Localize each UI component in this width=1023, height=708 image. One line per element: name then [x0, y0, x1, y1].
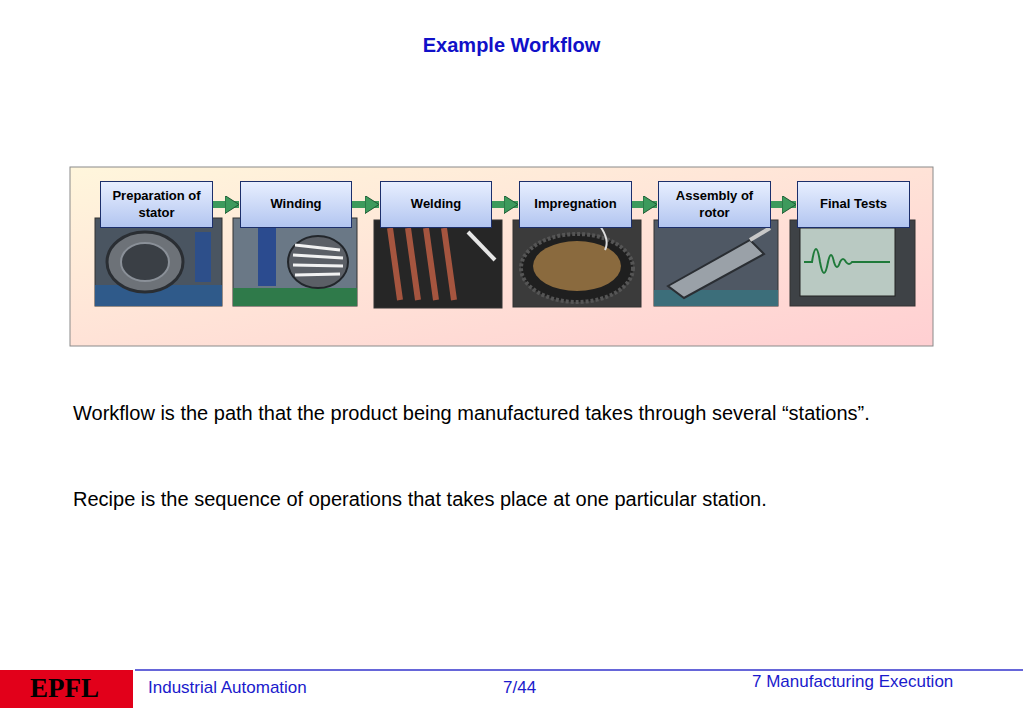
process-box: Winding	[240, 181, 352, 228]
rotor-photo	[654, 220, 778, 306]
photo-frame	[513, 220, 641, 307]
box-label: Assembly of rotor	[665, 188, 764, 222]
logo-text: EPFL	[30, 672, 130, 704]
scope-screen	[800, 228, 895, 296]
body-text: Workflow is the path that the product be…	[73, 398, 923, 428]
stator-rim	[521, 234, 633, 302]
stator-photo	[95, 218, 222, 306]
logo-block	[0, 670, 133, 708]
footer-rule	[135, 669, 1023, 671]
flow-arrow	[771, 201, 796, 208]
coil-wires	[293, 245, 343, 275]
rotor-shaft	[750, 228, 770, 240]
page-number: 7/44	[503, 678, 583, 698]
flow-arrow	[213, 201, 239, 208]
resin-surface	[533, 241, 621, 291]
flow-arrow	[352, 201, 379, 208]
workflow-panel	[70, 167, 933, 346]
body-text: Recipe is the sequence of operations tha…	[73, 484, 923, 514]
process-box: Impregnation	[519, 181, 632, 228]
welding-photo	[374, 220, 502, 308]
worker	[195, 232, 211, 282]
process-box: Assembly of rotor	[658, 181, 771, 228]
impregnation-photo	[513, 220, 641, 307]
box-label: Final Tests	[820, 196, 887, 213]
process-box: Final Tests	[797, 181, 910, 228]
rotor-body	[668, 240, 764, 298]
oscilloscope-photo	[790, 220, 915, 306]
process-box: Preparation of stator	[100, 181, 213, 228]
flow-arrow	[492, 201, 518, 208]
copper-bars	[390, 228, 454, 300]
photo-bench	[233, 288, 357, 306]
stator-core	[288, 236, 348, 288]
photo-frame	[233, 218, 357, 306]
box-label: Impregnation	[534, 196, 616, 213]
worker	[258, 228, 276, 286]
footer-course: Industrial Automation	[148, 678, 448, 698]
stator-bore	[121, 243, 169, 281]
slide-title: Example Workflow	[0, 34, 1023, 57]
scope-trace	[804, 249, 890, 273]
photo-frame	[654, 220, 778, 306]
box-label: Preparation of stator	[107, 188, 206, 222]
box-label: Welding	[411, 196, 461, 213]
photo-bench	[654, 290, 778, 306]
cable	[600, 226, 607, 250]
process-box: Welding	[380, 181, 492, 228]
photo-frame	[95, 218, 222, 306]
photo-frame	[374, 220, 502, 308]
weld-tool	[468, 232, 495, 260]
box-label: Winding	[270, 196, 321, 213]
photo-frame	[790, 220, 915, 306]
winding-photo	[233, 218, 357, 306]
flow-arrow	[632, 201, 657, 208]
stator-core	[107, 232, 183, 292]
footer-chapter: 7 Manufacturing Execution	[752, 672, 1017, 692]
